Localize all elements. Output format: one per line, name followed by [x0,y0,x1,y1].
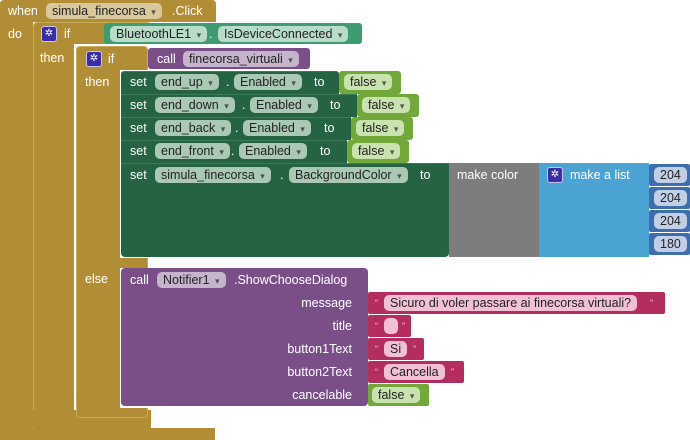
to-label: to [314,75,325,89]
number-value[interactable]: 204 [654,190,687,206]
quote-icon: ” [402,321,405,331]
number-value[interactable]: 204 [654,213,687,229]
dot-label: . [209,27,213,41]
set-label: set [130,98,147,112]
if2-else-label: else [85,272,108,286]
number-value[interactable]: 204 [654,167,687,183]
boolean-dropdown[interactable]: false [362,97,411,113]
to-label: to [330,98,341,112]
if2-label: if [108,52,115,66]
set-label: set [130,75,147,89]
boolean-dropdown[interactable]: false [344,74,393,90]
to-label: to [320,144,331,158]
event-component-dropdown[interactable]: simula_finecorsa [46,3,162,19]
quote-icon: ” [650,298,653,308]
make-color-label: make color [457,168,519,182]
button1-text[interactable]: Si [384,341,408,357]
quote-icon: “ [375,321,378,331]
dot-label: . [235,121,239,135]
number-value[interactable]: 180 [654,236,687,252]
component-dropdown[interactable]: end_down [155,97,235,113]
component-dropdown[interactable]: end_up [155,74,219,90]
quote-icon: “ [375,298,378,308]
do-label: do [8,27,22,41]
quote-icon: ” [413,344,416,354]
component-dropdown[interactable]: end_back [155,120,232,136]
property-dropdown[interactable]: Enabled [239,143,307,159]
call-label: call [130,273,149,287]
param-label-button1: button1Text [287,342,352,356]
call-label: call [157,52,176,66]
event-footer [0,428,215,440]
when-label: when [8,4,38,18]
mutator-gear-icon[interactable]: ✲ [41,26,57,42]
title-text[interactable] [384,318,398,334]
set-block[interactable] [121,71,339,94]
mutator-gear-icon[interactable]: ✲ [86,51,102,67]
event-name-label: .Click [172,4,203,18]
dot-label: . [242,98,246,112]
dot-label: . [280,168,284,182]
quote-icon: ” [451,367,454,377]
set-label: set [130,168,147,182]
property-dropdown[interactable]: Enabled [234,74,302,90]
to-label: to [324,121,335,135]
property-dropdown[interactable]: Enabled [243,120,311,136]
if2-then-label: then [85,75,110,89]
to-label: to [420,168,431,182]
property-dropdown[interactable]: BackgroundColor [289,167,408,183]
procedure-dropdown[interactable]: finecorsa_virtuali [183,51,299,67]
method-label: .ShowChooseDialog [234,273,348,287]
param-label-button2: button2Text [287,365,352,379]
notifier-component-dropdown[interactable]: Notifier1 [157,272,226,288]
quote-icon: “ [375,344,378,354]
bluetooth-component-dropdown[interactable]: BluetoothLE1 [110,26,208,42]
quote-icon: “ [375,367,378,377]
property-dropdown[interactable]: Enabled [250,97,318,113]
boolean-dropdown[interactable]: false [356,120,405,136]
param-label-message: message [301,296,352,310]
event-header-tail [172,0,216,22]
make-color-block[interactable] [449,163,539,257]
dot-label: . [231,144,235,158]
show-choose-dialog-block[interactable] [121,268,368,406]
mutator-gear-icon[interactable]: ✲ [547,167,563,183]
param-label-title: title [332,319,352,333]
set-label: set [130,144,147,158]
component-dropdown[interactable]: simula_finecorsa [155,167,271,183]
set-label: set [130,121,147,135]
make-list-label: make a list [570,168,630,182]
bluetooth-property-dropdown[interactable]: IsDeviceConnected [218,26,349,42]
boolean-dropdown[interactable]: false [372,387,421,403]
boolean-dropdown[interactable]: false [352,143,401,159]
component-dropdown[interactable]: end_front [155,143,230,159]
if1-label: if [64,27,71,41]
param-label-cancelable: cancelable [292,388,352,402]
dot-label: . [226,75,230,89]
message-text[interactable]: Sicuro di voler passare ai finecorsa vir… [384,295,638,311]
button2-text[interactable]: Cancella [384,364,445,380]
if1-then-label: then [40,51,65,65]
